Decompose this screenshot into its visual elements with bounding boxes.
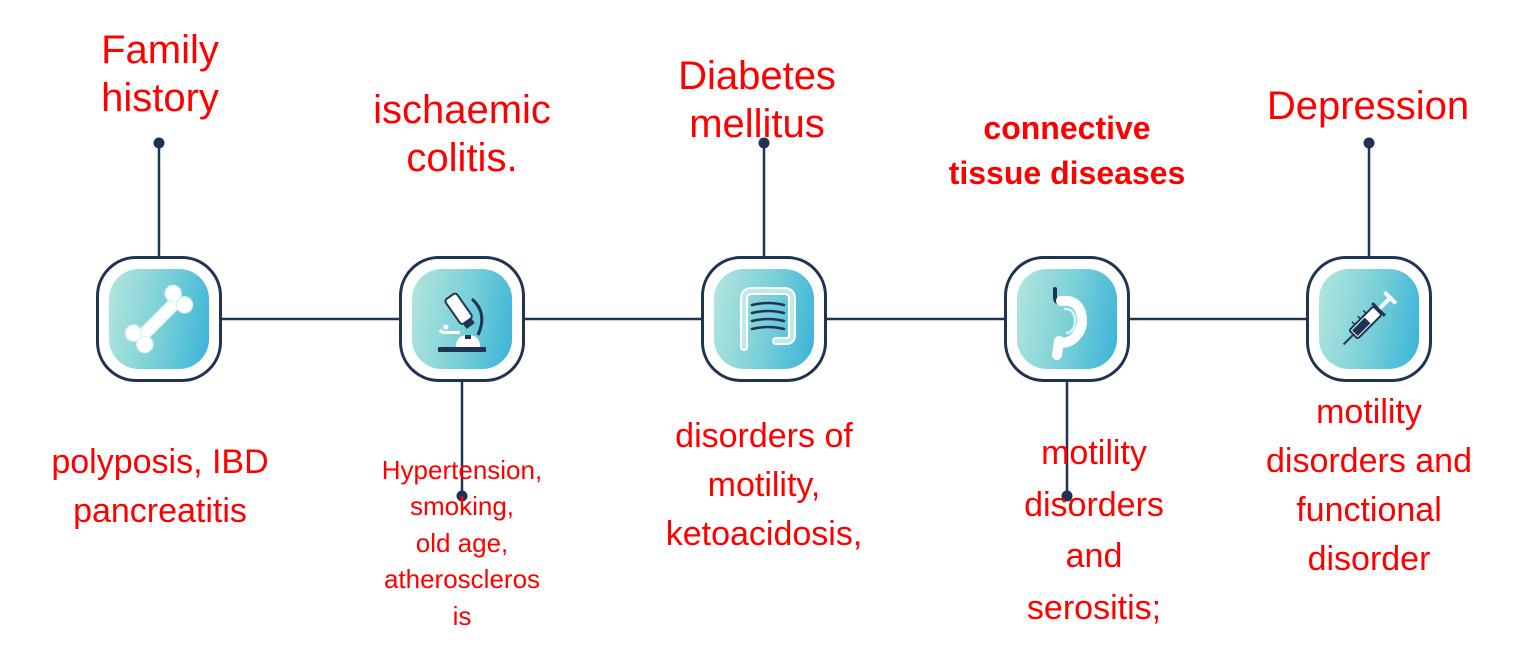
label-line: history [101,76,219,120]
microscope-icon [438,292,486,352]
label-line: disorders [1024,485,1164,524]
node-3-bottom-label: disorders of motility, ketoacidosis, [634,412,894,559]
label-line: connective [983,110,1151,146]
node-5-bottom-label: motility disorders and functional disord… [1238,388,1500,584]
label-line: pancreatitis [73,491,247,530]
label-line: and [1065,537,1123,576]
label-line: polyposis, IBD [51,443,269,481]
label-line: serositis; [1026,589,1162,628]
bone-icon [124,284,194,354]
label-line: Diabetes [678,54,836,98]
label-line: Hypertension, [381,455,543,485]
label-line: old age, [415,527,509,558]
label-line: functional [1296,490,1442,529]
label-line: ketoacidosis, [665,514,863,553]
label-line: motility [1316,393,1422,431]
label-line: motility [1041,434,1147,472]
node-4-top-label: connective tissue diseases [917,106,1217,196]
node-1 [96,256,222,382]
connector-dot-4 [1061,490,1073,502]
node-2 [399,256,525,382]
label-line: is [452,600,472,631]
label-line: Depression [1266,84,1470,128]
label-line: disorder [1307,539,1431,578]
stomach-icon [1052,287,1087,360]
intestine-icon [740,287,796,351]
node-3 [701,256,827,382]
node-4 [1004,256,1130,382]
node-1-bottom-label: polyposis, IBD pancreatitis [30,438,290,536]
label-line: disorders of [675,417,853,455]
label-line: tissue diseases [948,154,1186,191]
node-2-top-label: ischaemic colitis. [342,86,582,182]
connector-dot-3 [758,137,770,149]
label-line: motility, [707,465,821,504]
syringe-icon [1342,290,1398,346]
label-line: ischaemic [373,88,551,132]
label-line: Family [101,28,219,72]
node-1-top-label: Family history [40,26,280,122]
connector-dot-2 [456,490,468,502]
node-5-top-label: Depression [1238,82,1498,130]
label-line: atheroscleros [383,564,541,595]
node-4-bottom-label: motility disorders and serositis; [974,428,1214,635]
node-5 [1306,256,1432,382]
label-line: smoking, [409,491,515,522]
connector-dot-1 [153,137,165,149]
label-line: mellitus [689,102,825,146]
label-line: disorders and [1265,441,1472,480]
node-2-bottom-label: Hypertension, smoking, old age, atherosc… [352,452,572,634]
label-line: colitis. [406,136,518,180]
node-3-top-label: Diabetes mellitus [637,52,877,148]
connector-dot-5 [1363,137,1375,149]
